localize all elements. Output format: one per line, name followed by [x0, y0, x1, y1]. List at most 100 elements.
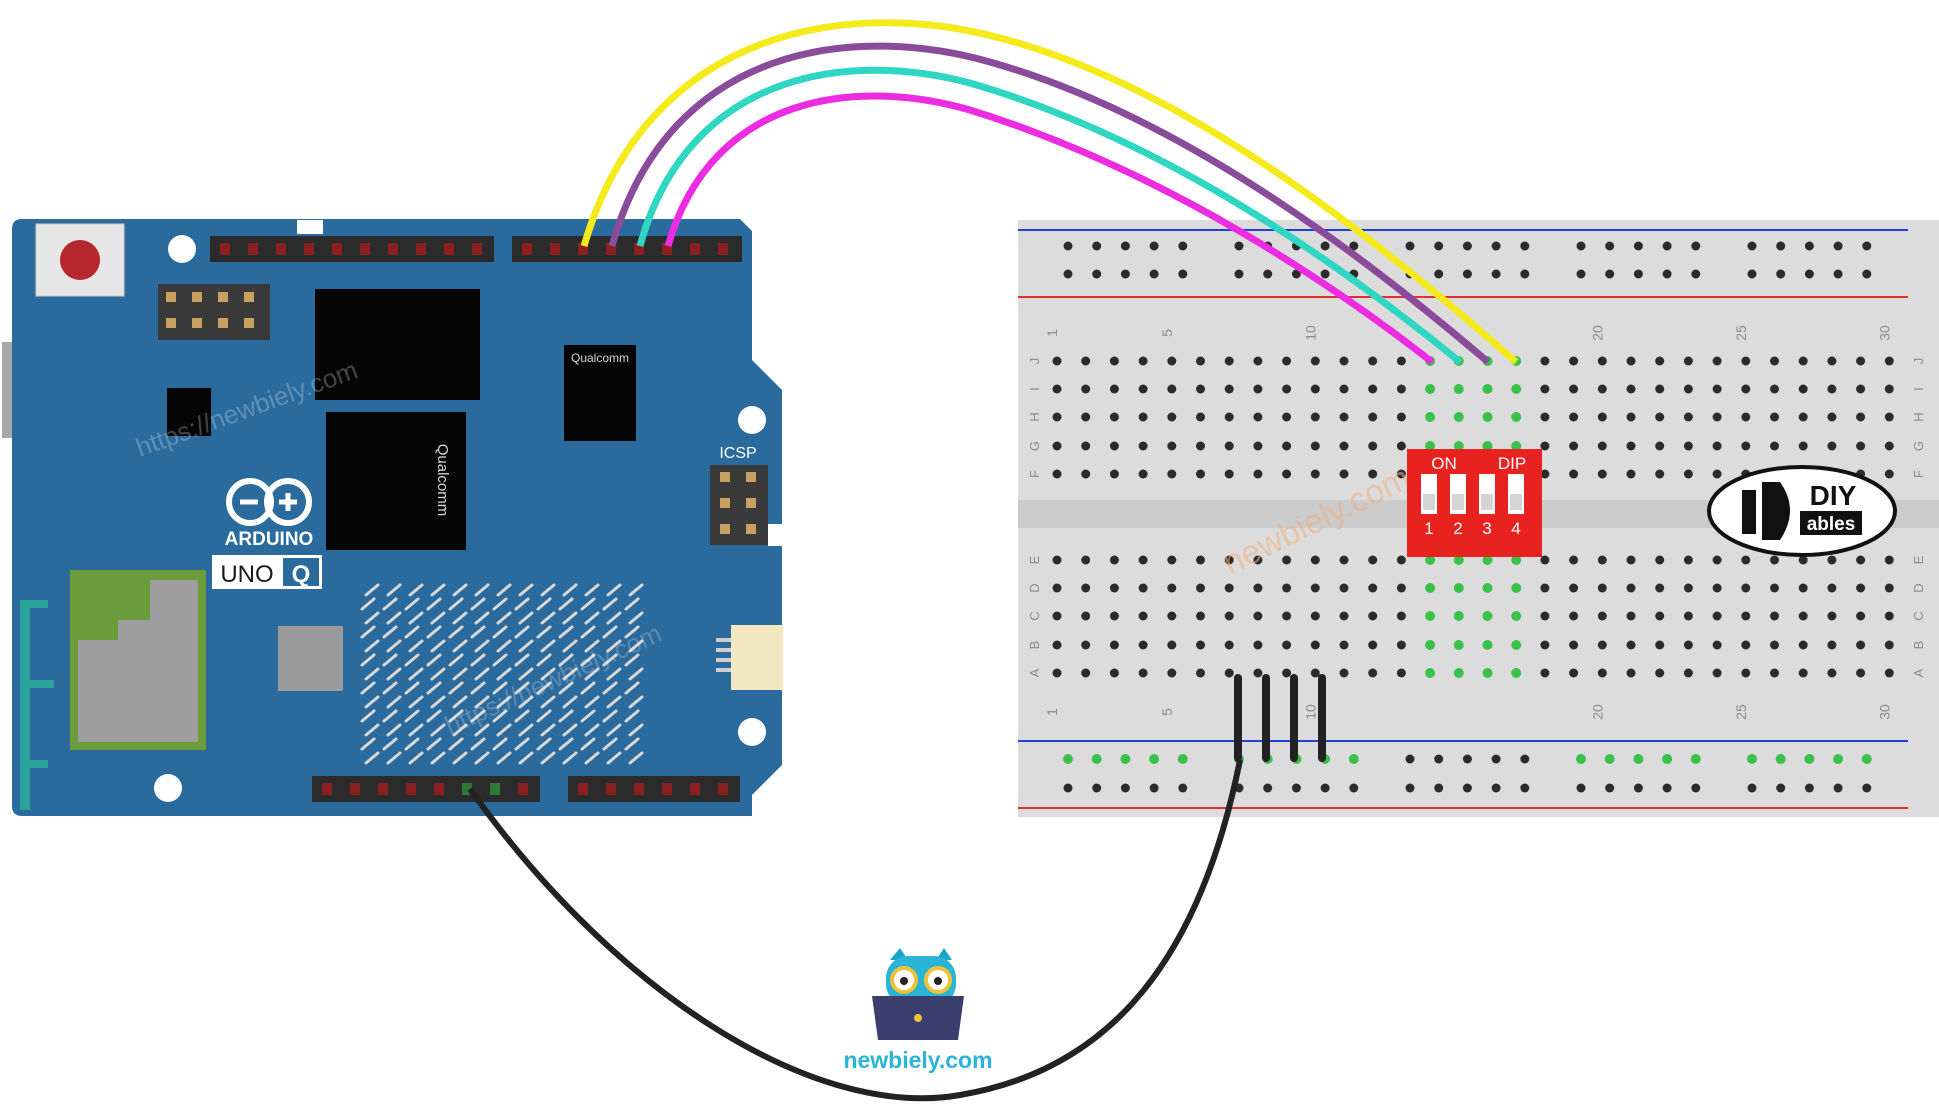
- breadboard-hole: [1683, 555, 1693, 565]
- breadboard-hole: [1683, 611, 1693, 621]
- rail-hole: [1862, 783, 1872, 793]
- led: [474, 639, 490, 653]
- breadboard-hole: [1109, 469, 1119, 479]
- breadboard-hole: [1655, 441, 1665, 451]
- breadboard-hole: [1712, 441, 1722, 451]
- breadboard-hole: [1482, 555, 1493, 565]
- breadboard-hole: [1109, 356, 1119, 366]
- header-marker: [297, 220, 323, 234]
- grey-component: [278, 626, 343, 691]
- rail-hole: [1462, 241, 1472, 251]
- rail-hole: [1804, 754, 1815, 764]
- icsp-pin: [720, 472, 730, 482]
- breadboard-hole: [1540, 384, 1550, 394]
- breadboard-hole: [1569, 356, 1579, 366]
- diyables-line2-bg: [1800, 511, 1862, 535]
- column-number: 25: [1733, 704, 1749, 720]
- breadboard-hole: [1741, 611, 1751, 621]
- breadboard-hole: [1052, 469, 1062, 479]
- breadboard-hole: [1770, 668, 1779, 678]
- rail-hole: [1662, 754, 1673, 764]
- led: [452, 611, 468, 625]
- column-number: 1: [1044, 708, 1060, 716]
- rail-hole: [1775, 754, 1786, 764]
- breadboard-hole: [1052, 384, 1062, 394]
- rail-hole: [1747, 269, 1757, 279]
- led: [364, 639, 380, 653]
- header-pin: [690, 783, 700, 795]
- rail-hole: [1063, 269, 1073, 279]
- led: [624, 737, 640, 751]
- dip-switch-number: 4: [1511, 519, 1520, 538]
- breadboard-hole: [1511, 555, 1522, 565]
- led: [558, 653, 574, 667]
- rail-hole: [1462, 269, 1472, 279]
- header-pin: [444, 243, 454, 255]
- wires: [467, 19, 1519, 1102]
- rail-hole: [1149, 754, 1160, 764]
- led: [518, 667, 534, 681]
- rail-hole: [1434, 241, 1444, 251]
- breadboard-hole: [1856, 384, 1866, 394]
- rail-hole: [1833, 241, 1843, 251]
- led: [404, 681, 420, 695]
- breadboard-hole: [1396, 668, 1406, 678]
- chip-qualcomm-main-label: Qualcomm: [434, 444, 451, 517]
- rail-hole: [1320, 241, 1330, 251]
- breadboard-hole: [1540, 441, 1550, 451]
- breadboard-hole: [1827, 412, 1837, 422]
- rail-hole: [1063, 783, 1073, 793]
- breadboard-hole: [1196, 583, 1205, 593]
- breadboard-hole: [1282, 412, 1292, 422]
- led: [562, 695, 578, 709]
- breadboard-hole: [1310, 356, 1320, 366]
- led: [430, 639, 446, 653]
- rail-hole: [1320, 783, 1330, 793]
- header-pin: [276, 243, 286, 255]
- led: [492, 625, 508, 639]
- led: [580, 653, 596, 667]
- led: [382, 737, 398, 751]
- column-number: 20: [1589, 325, 1605, 341]
- led: [602, 737, 618, 751]
- breadboard-hole: [1368, 583, 1378, 593]
- breadboard-hole: [1253, 412, 1263, 422]
- led: [408, 723, 424, 737]
- breadboard-hole: [1482, 412, 1493, 422]
- breadboard-hole: [1626, 611, 1636, 621]
- breadboard-hole: [1798, 412, 1808, 422]
- led: [584, 723, 600, 737]
- breadboard-hole: [1884, 611, 1894, 621]
- breadboard-hole: [1224, 356, 1234, 366]
- breadboard-hole: [1569, 469, 1579, 479]
- breadboard-hole: [1368, 469, 1378, 479]
- header-pin: [332, 243, 342, 255]
- breadboard-hole: [1282, 469, 1292, 479]
- led: [386, 751, 402, 765]
- breadboard-hole: [1253, 611, 1263, 621]
- breadboard-hole: [1856, 583, 1866, 593]
- row-letter: F: [1027, 470, 1042, 478]
- rail-hole: [1833, 783, 1843, 793]
- led: [492, 597, 508, 611]
- rail-hole: [1091, 754, 1102, 764]
- breadboard-hole: [1425, 611, 1436, 621]
- led: [518, 639, 534, 653]
- led: [386, 695, 402, 709]
- breadboard-hole: [1655, 583, 1665, 593]
- wire-yellow: [580, 19, 1519, 365]
- header-pin: [578, 783, 588, 795]
- led: [540, 639, 556, 653]
- rail-hole: [1063, 241, 1073, 251]
- small-header-pin: [166, 318, 176, 328]
- breadboard-hole: [1511, 583, 1522, 593]
- row-letter: F: [1911, 470, 1926, 478]
- led: [518, 695, 534, 709]
- rail-hole: [1862, 269, 1872, 279]
- row-letter: E: [1911, 555, 1926, 564]
- breadboard-hole: [1109, 668, 1119, 678]
- breadboard-hole: [1827, 384, 1837, 394]
- breadboard-hole: [1253, 441, 1263, 451]
